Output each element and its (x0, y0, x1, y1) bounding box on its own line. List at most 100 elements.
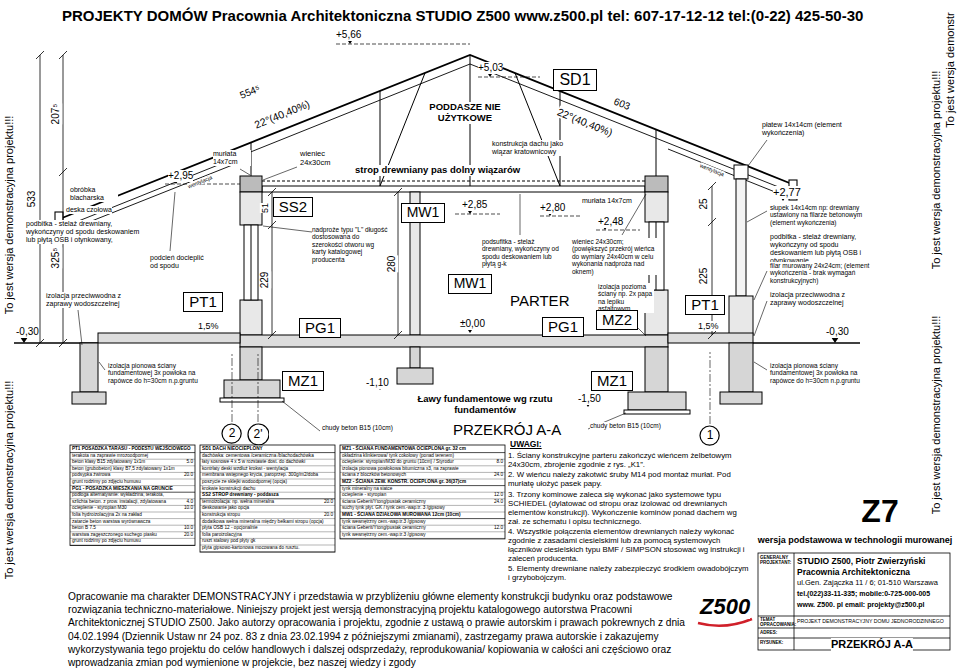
axis-circle (248, 424, 269, 445)
field-label: TEMAT OPRACOWANIA: (760, 617, 793, 627)
section-tag: MZ1 (591, 371, 633, 392)
annotation: murłata 14x7cm (582, 197, 632, 205)
spec-row: tynk wewnętrzny cem.-wap.tr.3 /gipsowy (342, 519, 426, 526)
spec-value: 8.0 (496, 459, 503, 466)
dimension: 280 (386, 256, 398, 273)
dimension: 325⁵ (50, 248, 62, 269)
level-line (540, 216, 580, 217)
dimension: 51 (260, 203, 270, 213)
wall (251, 225, 252, 300)
level-mark: +2,80 (540, 202, 565, 214)
title-block-gap (693, 590, 950, 650)
spec-row: podsypka żwirowa (72, 472, 110, 479)
leader-line (240, 169, 250, 175)
room-name: PODDASZE NIE UŻYTKOWE (415, 102, 515, 124)
logo: Z500 (700, 594, 750, 619)
slope-mark: 1,5% (198, 321, 219, 331)
leader-line (263, 226, 312, 232)
axis-circle (700, 426, 719, 445)
leader-line (748, 140, 767, 166)
spec-value: 20.0 (184, 472, 193, 479)
tag-text: 1 (699, 425, 720, 446)
foundation (628, 392, 686, 410)
dimension: 225 (698, 268, 710, 285)
level-mark: +2,95 (168, 170, 193, 182)
leader-line (170, 192, 175, 251)
spec-value: 24.0 (494, 499, 503, 506)
spec-heading: MW1 - ŚCIANA DZIAŁOWA MUROWANA 12cm (10c… (342, 512, 461, 519)
watermark: To jest wersja demonstracyjna projektu!!… (930, 316, 943, 515)
title-block-frame (758, 553, 950, 650)
annotation: murłata 14x7cm (213, 150, 251, 166)
spec-row: warstwa zagęszczonego suchego piasku (72, 532, 157, 539)
axis-line (232, 352, 710, 424)
spec-heading: SD1 DACH NIEOCIEPLONY (202, 446, 263, 453)
tag-text: PG1 (305, 320, 335, 337)
annotation: wieniec 24x30cm (300, 150, 342, 167)
paragraph-box: Opracowanie ma charakter DEMONSTRACYJNY … (68, 590, 950, 669)
spec-value: 5.0 (186, 459, 193, 466)
section-tag: MW1 (401, 203, 446, 222)
leader-line (754, 271, 767, 300)
wall (244, 225, 258, 300)
axis-circle: 2 (221, 423, 242, 444)
roof-truss (656, 129, 657, 176)
level-line (336, 44, 470, 45)
section-tag: SS2 (273, 197, 313, 218)
company-line: ul.Gen. Zajączka 11 / 6; 01-510 Warszawa (797, 579, 938, 588)
annotation: izolacja przeciwwodna z zaprawy wodoszcz… (770, 291, 866, 307)
spec-table (340, 538, 505, 539)
room-name: PARTER (510, 292, 569, 309)
leader-line (78, 140, 767, 431)
axis-circle (222, 424, 241, 443)
notes-heading: UWAGI: (510, 440, 542, 450)
level-mark: +2,85 (462, 199, 487, 211)
annotation: filar murowany 24x24cm; (element wykończ… (770, 262, 882, 284)
level-marker (20, 38, 839, 407)
project-variant: wersja podstawowa w technologii murowane… (758, 535, 953, 545)
leader-line (282, 401, 320, 431)
spec-row: grunt rodzimy po zdjęciu humusu (72, 538, 141, 545)
foundation (220, 398, 284, 402)
spec-table (70, 445, 195, 546)
note-item: 5. Elementy drewniane należy zabezpieczy… (508, 565, 750, 583)
leader-line (99, 362, 105, 370)
annotation: obróbka blacharska (70, 186, 118, 202)
tag-text: SS2 (279, 199, 307, 216)
spec-row: beton klasy B15 zdylatowany 1x1m (72, 459, 145, 466)
annotation: płatew 14x14cm (element wykończenia) (762, 121, 842, 137)
tag-text: SD1 (559, 71, 590, 89)
dimension: 554⁵ (238, 83, 262, 101)
annotation: strop drewniany pas dolny wiązarów (355, 165, 520, 176)
roof (55, 55, 797, 234)
level-line (596, 230, 640, 231)
foundation (224, 380, 280, 398)
spec-value: 20.0 (324, 512, 333, 519)
spec-table (200, 551, 335, 552)
annotation: konstrukcja dachu jako wiązar kratownico… (492, 140, 580, 156)
spec-table (200, 445, 335, 552)
copyright-note: Opracowanie ma charakter DEMONSTRACYJNY … (68, 591, 685, 668)
wall (645, 192, 668, 222)
spec-value: 10.0 (184, 505, 193, 512)
foundation (397, 368, 433, 384)
spec-row: deskowanie jako opcja (202, 505, 249, 512)
foundation (645, 347, 668, 392)
spec-row: beton B 7.5 (72, 525, 96, 532)
spec-value: 12.0 (494, 492, 503, 499)
foundation (240, 347, 262, 380)
tag-text: MZ1 (288, 373, 318, 390)
spec-table (340, 445, 505, 539)
spec-row: ruszt stalowy pod płyty gk (202, 538, 255, 545)
foundation (80, 343, 98, 392)
dimension-line (36, 51, 716, 347)
spec-row: ocieplenie - styropian M30 (72, 505, 127, 512)
company-line: www. Z500. pl email: projekty@z500.pl (797, 601, 925, 609)
spec-row: dachówka: cementowa /ceramiczna /blachod… (202, 453, 314, 460)
dimension: 229 (259, 272, 271, 289)
spec-value: 10.0 (184, 525, 193, 532)
porch-post (734, 165, 748, 179)
section-tag: PG1 (542, 317, 584, 338)
spec-row: łaty sosnowe 4 x 5 w rozstawie dost. do … (202, 459, 305, 466)
porch-post (729, 296, 753, 335)
